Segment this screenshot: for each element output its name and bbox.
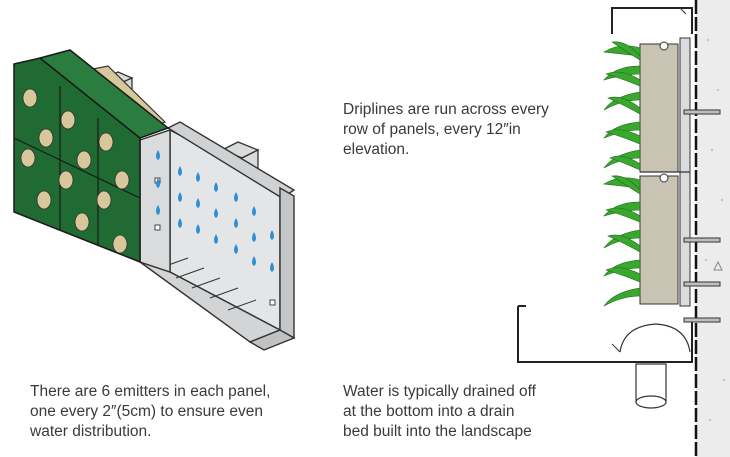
dripline-caption-line-1: Driplines are run across every — [343, 101, 549, 118]
drain-caption-line-2: at the bottom into a drain — [343, 403, 515, 420]
dripline-caption: Driplines are run across every row of pa… — [343, 100, 549, 160]
dripline-caption-line-3: elevation. — [343, 141, 410, 158]
drain-caption-line-3: bed built into the landscape — [343, 423, 532, 440]
drain-caption-line-1: Water is typically drained off — [343, 383, 536, 400]
drain-caption: Water is typically drained off at the bo… — [343, 382, 536, 442]
top-cap — [611, 7, 693, 34]
section-view-illustration — [517, 0, 730, 457]
anchor-bolts — [683, 109, 721, 323]
panel-board-upper — [639, 43, 679, 173]
building-wall — [696, 0, 730, 457]
panel-board-lower — [639, 175, 679, 305]
dripline-caption-line-2: row of panels, every 12″in — [343, 121, 521, 138]
dripline-icons — [659, 41, 669, 183]
emitter-caption-line-1: There are 6 emitters in each panel, — [30, 383, 271, 400]
drain-pipe — [635, 363, 667, 409]
emitter-caption: There are 6 emitters in each panel, one … — [30, 382, 270, 442]
plant-foliage — [603, 41, 641, 307]
drain-cover — [619, 323, 691, 353]
water-drop-icons — [156, 150, 274, 272]
panel-assembly-illustration — [13, 49, 296, 351]
emitter-caption-line-2: one every 2″(5cm) to ensure even — [30, 403, 263, 420]
emitter-caption-line-3: water distribution. — [30, 423, 152, 440]
metal-tray — [139, 121, 296, 351]
emitter-dots — [20, 88, 130, 254]
drain-gutter — [517, 306, 693, 363]
